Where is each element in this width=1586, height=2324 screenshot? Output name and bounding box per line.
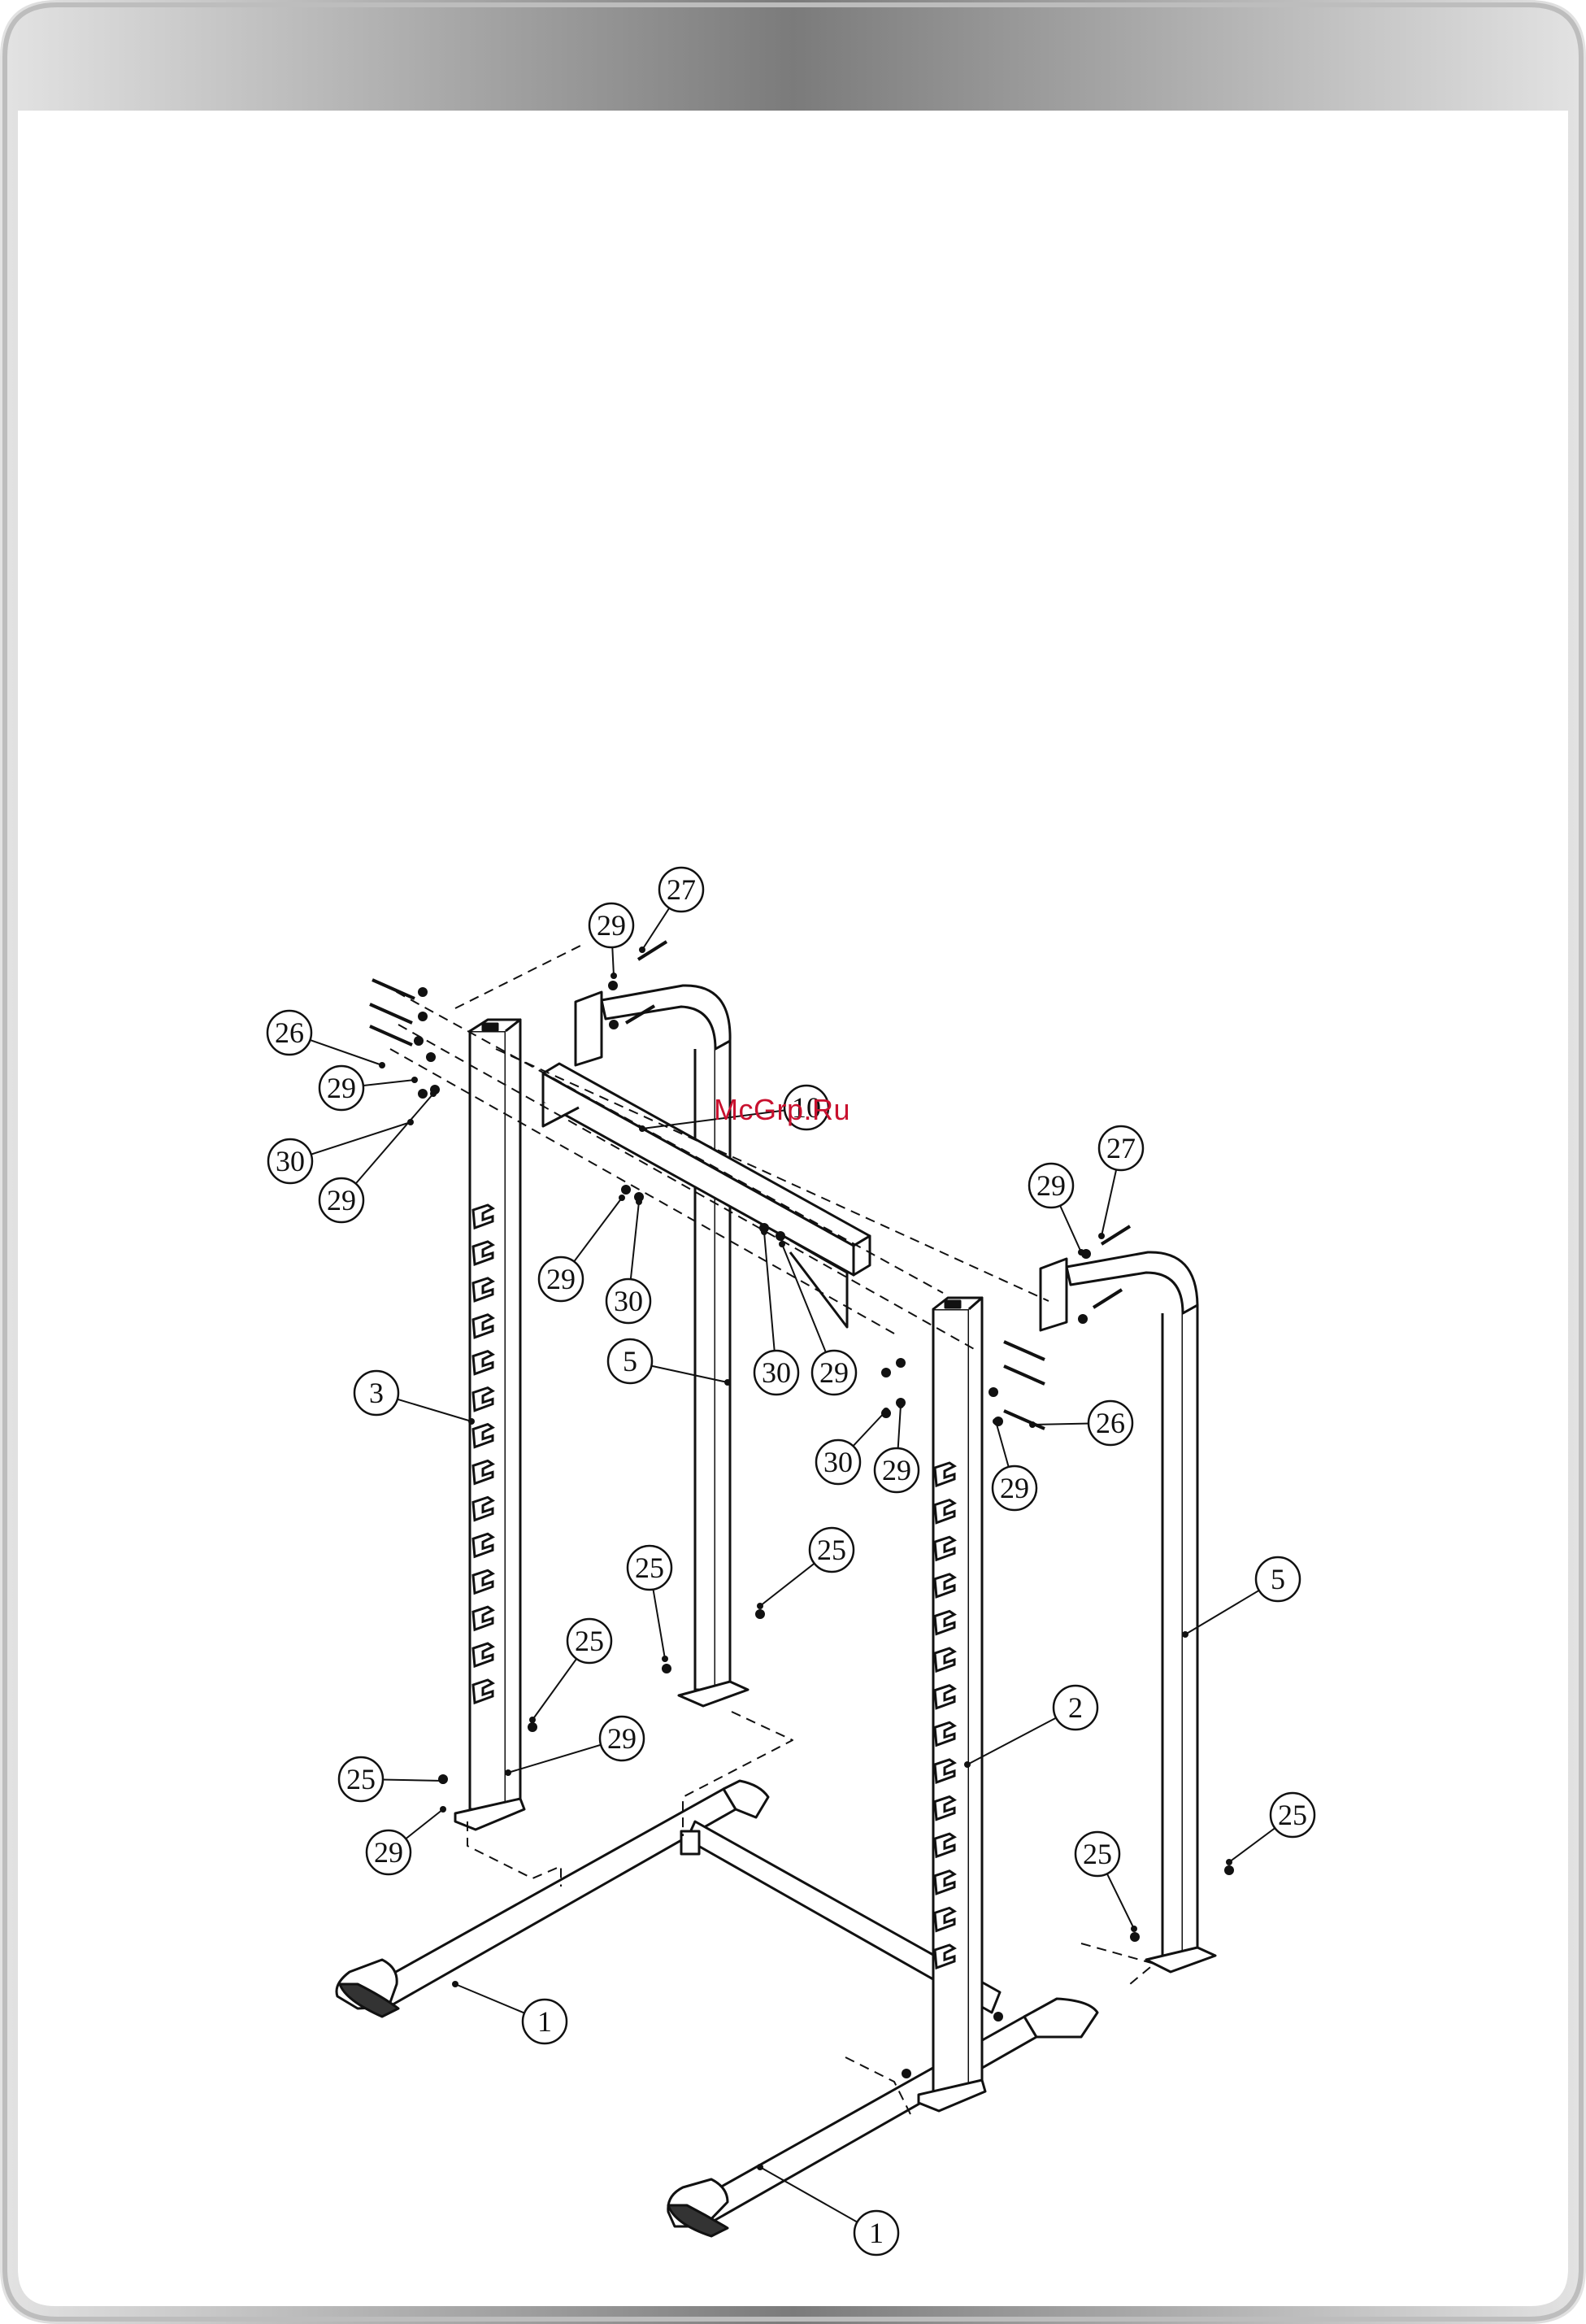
callout-anchor [1131, 1926, 1137, 1932]
callout-label: 26 [1096, 1407, 1125, 1439]
callout-anchor [529, 1717, 536, 1723]
callout-anchor [379, 1062, 385, 1068]
callout-label: 30 [276, 1145, 305, 1177]
callout-anchor [440, 1778, 446, 1784]
callout-anchor [636, 1199, 642, 1205]
callout-label: 29 [1036, 1169, 1066, 1202]
callout-anchor [505, 1769, 511, 1776]
callout-anchor [964, 1761, 971, 1768]
callout-anchor [1078, 1249, 1084, 1256]
callout-anchor [611, 973, 617, 979]
callout-label: 29 [1000, 1472, 1029, 1504]
callout-label: 26 [275, 1016, 304, 1049]
callout-label: 1 [869, 2217, 884, 2249]
callout-anchor [468, 1418, 475, 1425]
callout-anchor [639, 947, 645, 953]
callout-label: 5 [1271, 1563, 1285, 1595]
callout-label: 29 [597, 909, 626, 942]
callout-anchor [1029, 1421, 1036, 1428]
callout-anchor [883, 1408, 889, 1414]
callout-label: 30 [614, 1285, 643, 1317]
callout-anchor [411, 1077, 418, 1083]
callout-label: 30 [762, 1356, 791, 1389]
callout-anchor [662, 1656, 668, 1662]
callout-label: 3 [369, 1377, 384, 1409]
callout-anchor [440, 1806, 446, 1813]
callout-anchor [761, 1229, 767, 1235]
callout-label: 29 [882, 1454, 911, 1486]
callout-anchor [1182, 1631, 1188, 1638]
callout-anchor [779, 1241, 785, 1247]
callout-anchor [1226, 1859, 1232, 1865]
callout-label: 25 [575, 1625, 604, 1657]
callout-anchor [993, 1418, 999, 1425]
callout-label: 29 [607, 1722, 637, 1755]
callout-label: 29 [327, 1184, 356, 1216]
watermark-text: McGrp.Ru [714, 1093, 850, 1127]
callout-anchor [452, 1981, 458, 1987]
callout-label: 25 [1278, 1799, 1307, 1831]
callout-label: 1 [537, 2005, 552, 2038]
callout-anchor [619, 1195, 625, 1201]
callout-label: 5 [623, 1345, 637, 1377]
callout-label: 25 [1083, 1838, 1112, 1870]
callout-label: 2 [1068, 1691, 1083, 1724]
callout-label: 25 [635, 1552, 664, 1584]
callout-label: 25 [817, 1534, 846, 1566]
callout-label: 29 [819, 1356, 849, 1389]
callout-label: 29 [374, 1836, 403, 1869]
callout-anchor [639, 1125, 645, 1132]
callout-anchor [897, 1402, 904, 1408]
callout-label: 27 [1106, 1132, 1136, 1164]
callout-label: 30 [823, 1446, 853, 1478]
callout-label: 29 [327, 1072, 356, 1104]
callout-anchor [407, 1119, 414, 1125]
callout-anchor [1098, 1233, 1105, 1239]
callout-anchor [757, 1603, 763, 1609]
callout-label: 27 [667, 873, 696, 906]
callout-label: 25 [346, 1763, 376, 1795]
callout-label: 29 [546, 1263, 576, 1295]
callout-anchor [757, 2164, 763, 2170]
callout-anchor [724, 1379, 731, 1386]
callout-anchor [430, 1090, 437, 1097]
